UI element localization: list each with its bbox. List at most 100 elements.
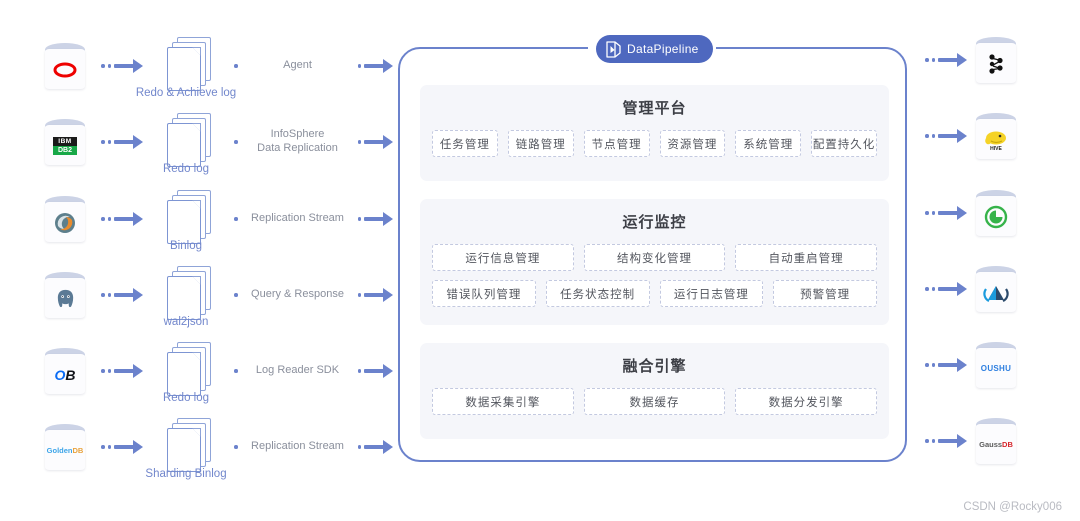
- log-label: wal2json: [163, 316, 209, 328]
- log-artifact: Binlog: [158, 190, 214, 252]
- chip-config-persistence[interactable]: 配置持久化: [811, 130, 877, 157]
- source-row: IBM DB2 Redo log InfoSphere Data Replica…: [45, 113, 393, 175]
- log-artifact: Sharding Binlog: [145, 418, 227, 480]
- flow-arrow: [925, 129, 967, 143]
- flow-arrow: [925, 206, 967, 220]
- flow-arrow: [357, 288, 393, 302]
- connector-dot: [234, 445, 238, 449]
- log-label: Binlog: [170, 240, 202, 252]
- chip-structure-change-management[interactable]: 结构变化管理: [583, 244, 726, 271]
- source-row: Redo & Achieve log Agent: [45, 37, 393, 99]
- target-db-kafka: [976, 37, 1016, 83]
- document-stack-icon: [161, 113, 211, 171]
- connector-dot: [234, 217, 238, 221]
- document-stack-icon: [161, 190, 211, 248]
- flow-arrow: [101, 364, 143, 378]
- target-row: OUSHU: [925, 342, 1016, 388]
- flow-arrow: [357, 212, 393, 226]
- chip-resource-management[interactable]: 资源管理: [659, 130, 726, 157]
- chip-row: 错误队列管理 任务状态控制 运行日志管理 预警管理: [420, 280, 889, 307]
- target-row: [925, 266, 1016, 312]
- hive-icon: HIVE: [976, 123, 1016, 157]
- log-artifact: wal2json: [158, 266, 214, 328]
- connector-label: InfoSphere Data Replication: [257, 128, 338, 154]
- chip-data-distribution-engine[interactable]: 数据分发引擎: [735, 388, 878, 415]
- ibm-db2-icon: IBM DB2: [45, 129, 85, 163]
- chip-task-state-control[interactable]: 任务状态控制: [545, 280, 650, 307]
- target-db-oushu: OUSHU: [976, 342, 1016, 388]
- datapipeline-logo-icon: [606, 40, 621, 58]
- connector-label: Replication Stream: [251, 212, 344, 225]
- chip-link-management[interactable]: 链路管理: [507, 130, 574, 157]
- source-row: Binlog Replication Stream: [45, 190, 393, 252]
- cylinder-body: [45, 430, 85, 470]
- greenplum-icon: [976, 200, 1016, 234]
- flow-arrow: [357, 59, 393, 73]
- watermark: CSDN @Rocky006: [963, 501, 1062, 513]
- flow-arrow: [101, 135, 143, 149]
- target-db-greenplum: [976, 190, 1016, 236]
- chip-alert-management[interactable]: 预警管理: [773, 280, 877, 307]
- kafka-icon: [976, 47, 1016, 81]
- flow-arrow: [101, 59, 143, 73]
- chip-runtime-log-management[interactable]: 运行日志管理: [659, 280, 764, 307]
- log-label: Redo log: [162, 163, 210, 175]
- chip-data-cache[interactable]: 数据缓存: [583, 388, 726, 415]
- log-label: Sharding Binlog: [145, 468, 227, 480]
- connector-label: Agent: [283, 59, 312, 72]
- source-row: GoldenDB Sharding Binlog Replication Str…: [45, 418, 393, 480]
- chip-row: 运行信息管理 结构变化管理 自动重启管理: [420, 244, 889, 271]
- gaussdb-icon: GaussDB: [979, 440, 1013, 450]
- panel-title: 管理平台: [622, 100, 687, 117]
- target-row: GaussDB: [925, 418, 1016, 464]
- chip-task-management[interactable]: 任务管理: [432, 130, 498, 157]
- chip-node-management[interactable]: 节点管理: [583, 130, 650, 157]
- pipeline-container: 管理平台 任务管理 链路管理 节点管理 资源管理 系统管理 配置持久化 运行监控…: [398, 47, 907, 462]
- chip-auto-restart-management[interactable]: 自动重启管理: [735, 244, 878, 271]
- source-row: wal2json Query & Response: [45, 266, 393, 328]
- delta-lake-icon: [976, 276, 1016, 310]
- source-db-ibm-db2: IBM DB2: [45, 119, 85, 165]
- chip-runtime-info-management[interactable]: 运行信息管理: [432, 244, 574, 271]
- log-artifact: Redo log: [158, 113, 214, 175]
- chip-data-collection-engine[interactable]: 数据采集引擎: [432, 388, 574, 415]
- source-db-oracle: [45, 43, 85, 89]
- log-artifact: Redo & Achieve log: [136, 37, 236, 99]
- mysql-icon: [45, 206, 85, 240]
- cylinder-body: [976, 424, 1016, 464]
- connector-label: Query & Response: [251, 288, 344, 301]
- flow-arrow: [357, 135, 393, 149]
- document-stack-icon: [161, 342, 211, 400]
- log-label: Redo log: [162, 392, 210, 404]
- flow-arrow: [101, 288, 143, 302]
- panel-management-platform: 管理平台 任务管理 链路管理 节点管理 资源管理 系统管理 配置持久化: [420, 85, 889, 181]
- connector-dot: [234, 64, 238, 68]
- flow-arrow: [357, 440, 393, 454]
- brand-name: DataPipeline: [627, 42, 699, 56]
- document-stack-icon: [161, 37, 211, 95]
- panel-title: 运行监控: [622, 214, 687, 231]
- flow-arrow: [101, 212, 143, 226]
- flow-arrow: [925, 282, 967, 296]
- source-db-oceanbase: OB: [45, 348, 85, 394]
- target-db-delta-lake: [976, 266, 1016, 312]
- connector-dot: [234, 140, 238, 144]
- chip-error-queue-management[interactable]: 错误队列管理: [432, 280, 536, 307]
- chip-system-management[interactable]: 系统管理: [735, 130, 802, 157]
- log-label: Redo & Achieve log: [135, 87, 237, 99]
- target-row: [925, 190, 1016, 236]
- cylinder-body: [45, 354, 85, 394]
- connector-label: Log Reader SDK: [255, 364, 340, 377]
- panel-title: 融合引擎: [622, 358, 687, 375]
- oushu-icon: OUSHU: [980, 364, 1012, 373]
- target-row: [925, 37, 1016, 83]
- flow-arrow: [101, 440, 143, 454]
- target-db-hive: HIVE: [976, 113, 1016, 159]
- target-db-gaussdb: GaussDB: [976, 418, 1016, 464]
- cylinder-body: [45, 49, 85, 89]
- svg-text:HIVE: HIVE: [990, 146, 1002, 151]
- connector-label: Replication Stream: [251, 440, 344, 453]
- connector-dot: [234, 369, 238, 373]
- flow-arrow: [925, 434, 967, 448]
